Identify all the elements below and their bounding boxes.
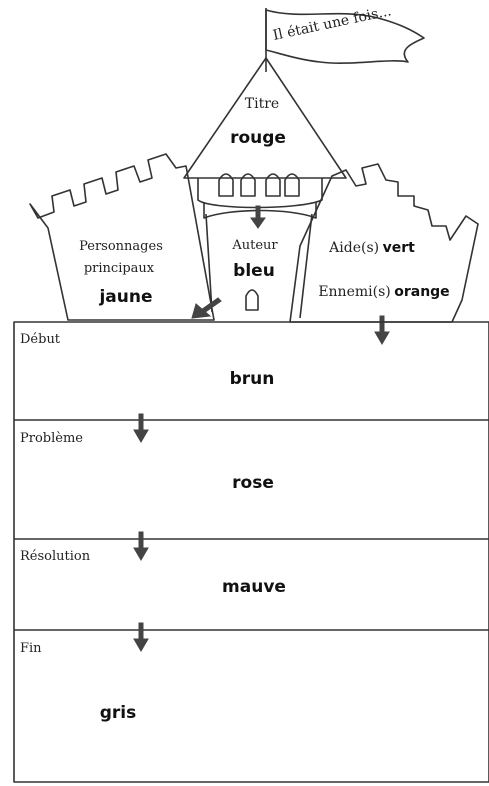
right-tower-outline	[289, 163, 479, 323]
castle-arrows	[191, 205, 390, 345]
section-label-end: Fin	[20, 641, 42, 656]
left-tower-outline	[29, 153, 215, 321]
enemies-line: Ennemi(s) orange	[318, 284, 449, 300]
section-color-problem: rose	[232, 473, 274, 493]
helpers-color: vert	[383, 240, 416, 256]
right-tower: Aide(s) vert Ennemi(s) orange	[289, 163, 479, 323]
section-color-end: gris	[100, 703, 137, 723]
tower-windows	[218, 173, 300, 197]
central-wall	[205, 213, 313, 319]
section-color-beginning: brun	[230, 369, 275, 389]
window	[240, 173, 256, 197]
characters-label-line2: principaux	[84, 261, 155, 276]
title-label: Titre	[245, 96, 279, 112]
arrow-down-left-icon	[191, 297, 222, 319]
flag: Il était une fois...	[265, 3, 425, 72]
door	[245, 289, 259, 311]
window	[218, 173, 234, 197]
author-label: Auteur	[231, 238, 278, 253]
characters-color: jaune	[98, 287, 152, 307]
flag-text: Il était une fois...	[272, 3, 393, 44]
tower-roof	[183, 57, 347, 179]
characters-label-line1: Personnages	[79, 239, 163, 254]
arrow-down-icon	[133, 413, 149, 443]
helpers-label: Aide(s)	[328, 240, 379, 256]
central-tower: Titre rouge Auteur bleu	[183, 57, 347, 319]
left-tower: Personnages principaux jaune	[29, 153, 215, 321]
section-color-resolution: mauve	[222, 577, 286, 597]
author-color: bleu	[233, 261, 275, 281]
sections-frame	[13, 321, 489, 783]
section-label-resolution: Résolution	[20, 549, 91, 564]
enemies-color: orange	[394, 284, 449, 300]
arrow-down-icon	[133, 622, 149, 652]
tower-body	[197, 178, 323, 209]
enemies-label: Ennemi(s)	[318, 284, 390, 300]
arrow-down-icon	[374, 315, 390, 345]
window	[284, 173, 300, 197]
section-label-problem: Problème	[20, 431, 83, 446]
window	[265, 173, 281, 197]
helpers-line: Aide(s) vert	[328, 240, 415, 256]
section-label-beginning: Début	[20, 332, 61, 347]
arrow-down-icon	[250, 205, 266, 229]
arrow-down-icon	[133, 531, 149, 561]
story-sections: Début brun Problème rose Résolution mauv…	[13, 321, 489, 783]
title-color: rouge	[230, 128, 286, 148]
flag-banner	[265, 9, 425, 64]
